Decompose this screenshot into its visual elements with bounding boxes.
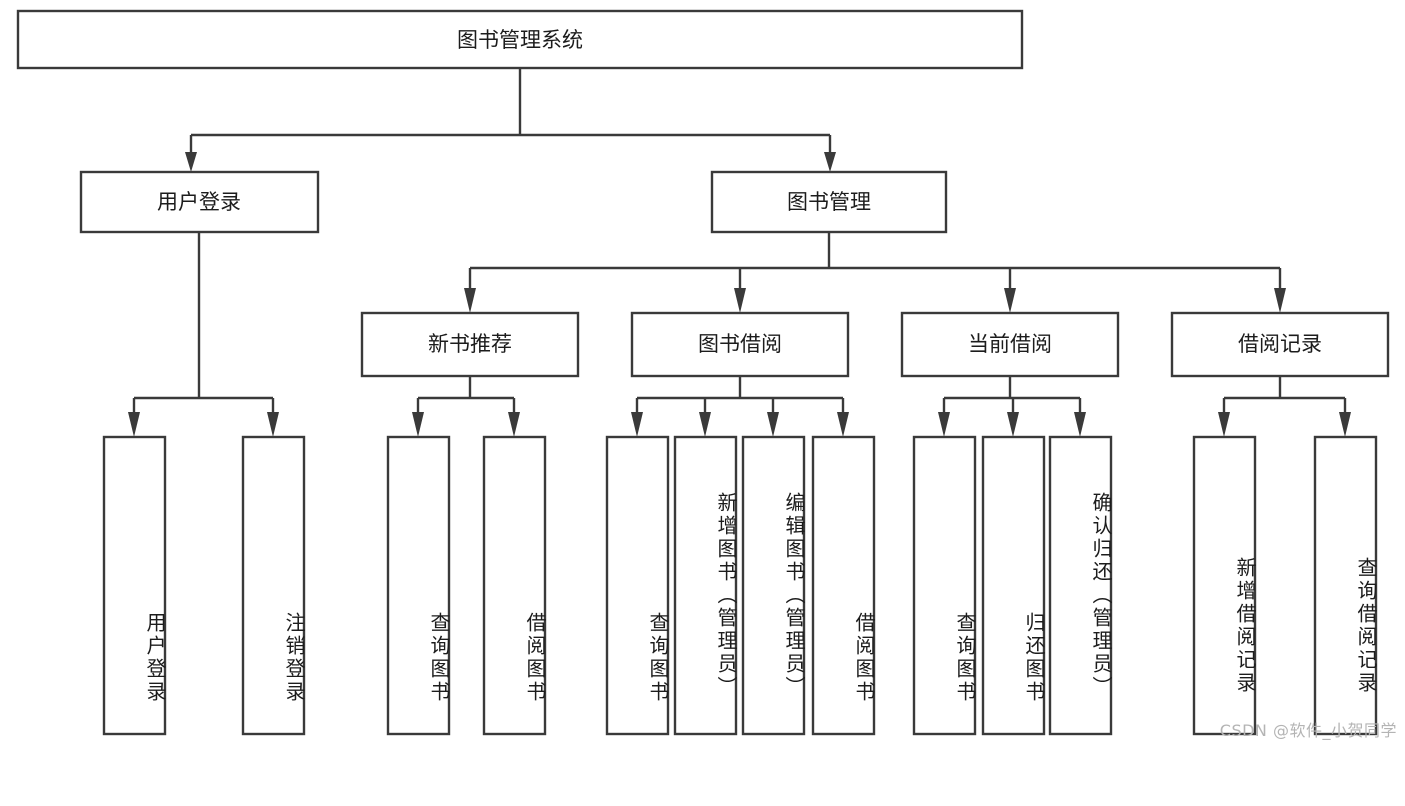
- node-borrow-record[interactable]: [1170, 311, 1390, 378]
- arrow-bookborrow-leaf-2: [699, 412, 711, 437]
- arrow-userlogin-leaf-2: [267, 412, 279, 437]
- node-leaf-borrow-record-1[interactable]: [1192, 435, 1257, 736]
- node-new-book-recommend[interactable]: [360, 311, 580, 378]
- node-leaf-borrow-record-2[interactable]: [1313, 435, 1378, 736]
- node-root-book-management-system[interactable]: [16, 9, 1024, 70]
- node-current-borrow-label: 当前借阅: [968, 332, 1052, 356]
- arrow-to-book-borrow: [734, 288, 746, 313]
- node-leaf-book-borrow-1[interactable]: [605, 435, 670, 736]
- node-book-borrow-label: 图书借阅: [698, 332, 782, 356]
- arrow-currentborrow-leaf-2: [1007, 412, 1019, 437]
- node-leaf-current-borrow-3[interactable]: [1048, 435, 1113, 736]
- csdn-watermark: CSDN @软件_小贺同学: [1219, 721, 1397, 740]
- edges-layer: [128, 68, 1351, 437]
- node-borrow-record-label: 借阅记录: [1238, 332, 1322, 356]
- node-book-borrow[interactable]: [630, 311, 850, 378]
- node-new-book-recommend-label: 新书推荐: [428, 332, 512, 356]
- flowchart-svg: 图书管理系统 用户登录 图书管理 新书推荐 图书借阅 当前借阅 借阅记录: [16, 9, 1390, 736]
- arrow-currentborrow-leaf-3: [1074, 412, 1086, 437]
- node-user-login[interactable]: [79, 170, 320, 234]
- arrow-root-to-user-login: [185, 152, 197, 172]
- arrow-bookborrow-leaf-1: [631, 412, 643, 437]
- arrow-root-to-book-manage: [824, 152, 836, 172]
- arrow-to-current-borrow: [1004, 288, 1016, 313]
- node-leaf-new-book-2[interactable]: [482, 435, 547, 736]
- node-leaf-book-borrow-3[interactable]: [741, 435, 806, 736]
- node-leaf-user-login-2[interactable]: [241, 435, 306, 736]
- node-leaf-new-book-1[interactable]: [386, 435, 451, 736]
- node-root-label: 图书管理系统: [457, 28, 583, 52]
- node-leaf-book-borrow-4[interactable]: [811, 435, 876, 736]
- arrow-userlogin-leaf-1: [128, 412, 140, 437]
- node-book-management-label: 图书管理: [787, 190, 871, 214]
- node-leaf-current-borrow-1[interactable]: [912, 435, 977, 736]
- arrow-borrowrecord-leaf-2: [1339, 412, 1351, 437]
- node-current-borrow[interactable]: [900, 311, 1120, 378]
- nodes-layer: 图书管理系统 用户登录 图书管理 新书推荐 图书借阅 当前借阅 借阅记录: [16, 9, 1390, 736]
- arrow-borrowrecord-leaf-1: [1218, 412, 1230, 437]
- flowchart-canvas: 图书管理系统 用户登录 图书管理 新书推荐 图书借阅 当前借阅 借阅记录: [16, 9, 1397, 740]
- arrow-newbook-leaf-2: [508, 412, 520, 437]
- node-leaf-book-borrow-2[interactable]: [673, 435, 738, 736]
- node-leaf-current-borrow-2[interactable]: [981, 435, 1046, 736]
- node-user-login-label: 用户登录: [157, 190, 241, 214]
- arrow-to-new-book-recommend: [464, 288, 476, 313]
- node-leaf-user-login-1[interactable]: [102, 435, 167, 736]
- arrow-to-borrow-record: [1274, 288, 1286, 313]
- arrow-bookborrow-leaf-3: [767, 412, 779, 437]
- arrow-bookborrow-leaf-4: [837, 412, 849, 437]
- node-book-management[interactable]: [710, 170, 948, 234]
- arrow-newbook-leaf-1: [412, 412, 424, 437]
- arrow-currentborrow-leaf-1: [938, 412, 950, 437]
